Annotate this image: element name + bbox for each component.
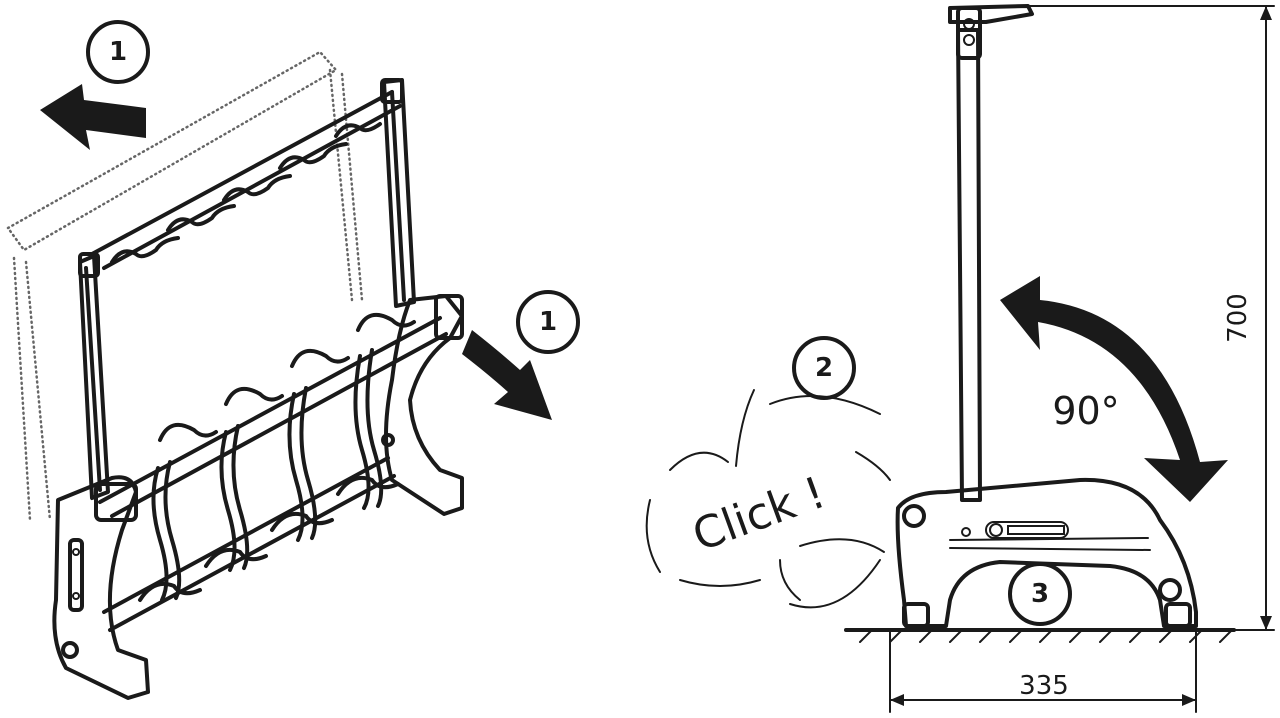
side-view-illustration: 90° Click ! 2 3	[645, 4, 1275, 713]
svg-text:2: 2	[815, 353, 833, 383]
rotation-arrow	[1000, 276, 1228, 502]
ghost-frame-outline	[6, 50, 364, 522]
rear-frame	[78, 78, 416, 500]
step-badge-1-right: 1	[516, 290, 580, 354]
front-base-frame	[52, 294, 464, 700]
rack-unfolding-illustration: 1 1	[6, 20, 580, 700]
step-badge-3: 3	[1008, 562, 1072, 626]
height-dimension	[1029, 5, 1275, 631]
svg-text:1: 1	[109, 37, 127, 67]
push-arrow	[40, 84, 146, 150]
click-sound-label: Click !	[686, 467, 832, 562]
upright-post	[948, 4, 1034, 502]
angle-label: 90°	[1052, 389, 1119, 433]
step-badge-2: 2	[792, 336, 856, 400]
tilt-arrow	[462, 330, 552, 420]
height-dimension-label: 700	[1223, 293, 1253, 343]
svg-text:1: 1	[539, 307, 557, 337]
width-dimension-label: 335	[1019, 671, 1069, 701]
width-dimension	[889, 629, 1197, 713]
step-badge-1-top: 1	[86, 20, 150, 84]
base-housing	[895, 477, 1198, 628]
svg-text:3: 3	[1031, 579, 1049, 609]
ground-line	[844, 628, 1236, 643]
